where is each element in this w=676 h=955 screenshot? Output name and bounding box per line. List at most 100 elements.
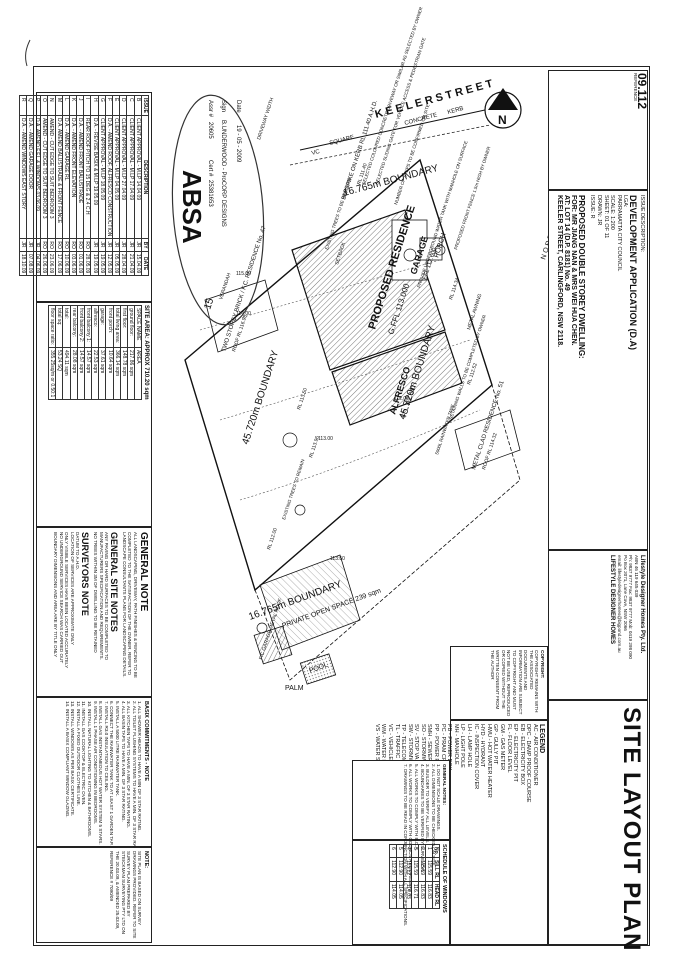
area-cell: 148.78 sqm — [120, 347, 128, 400]
area-cell: total sq: — [55, 305, 63, 348]
legend-heading: LEGEND — [538, 724, 545, 754]
revision-cell: D.A. - AMEND FRONT BALUSTRADE — [76, 115, 84, 239]
area-cell: 14.57 sqm — [84, 347, 92, 400]
north-arrow-icon: N — [484, 88, 522, 129]
general-notes-panel: GENERAL NOTES: 1. DO NOT SCALE DRAWINGS.… — [352, 760, 450, 926]
revision-cell: 10.06.09 — [62, 251, 70, 276]
area-cell: AREA — [134, 347, 142, 400]
tree-icon — [294, 504, 306, 516]
sheet-number: SHEET: 01 OF 11 — [602, 195, 609, 239]
contour-label: 112.00 — [394, 396, 409, 402]
alfresco-footprint — [331, 331, 463, 426]
title-block-panel: 09.112 REFERENCE — [548, 70, 649, 190]
revision-cell: 26.06.09 — [40, 251, 48, 276]
area-cell: total: — [62, 305, 71, 348]
revision-cell: D.A. - REVISE BASIX & M.LP 19.05.09 — [91, 115, 99, 239]
revision-cell: 12.05.09 — [105, 251, 113, 276]
stamp-brand: ABSA — [177, 170, 207, 244]
trees-remain-note: EXISTING TREES TO REMAIN — [281, 459, 305, 521]
site-plan-note-heading: NOTE: — [143, 851, 149, 869]
basix-item: 10. INSTALL NATURAL LIGHTING TO KITCHEN … — [87, 701, 93, 838]
revision-column-header: ISSUE — [141, 95, 149, 116]
drawing-border — [33, 66, 650, 946]
surveyor-item: LOCATION OF SERVICES ARE APPROXIMATE ONL… — [69, 532, 75, 645]
builder-phone: Ph: 9837 9777 Fax: 9837 9777 Mob: 0419 2… — [628, 555, 634, 659]
contour-label: 113.50 — [330, 556, 345, 562]
table-row: ground floor:217.86 sqm — [127, 305, 135, 400]
revision-cell: RO — [69, 238, 77, 252]
rainwater-label: 5000L RAINWATER TANK — [434, 403, 455, 455]
contour-label: 115.00 — [236, 271, 251, 277]
stamp-assr-label: Assr # — [207, 100, 213, 118]
concrete-note: SELECTED COLOURED CONCRETE DRIVEWAY OR S… — [361, 6, 424, 186]
revision-cell: CLIENT APPROVAL - M.LP 04.05.09 — [112, 115, 120, 239]
revision-cell: RO — [62, 238, 70, 252]
drawn-by: DRAWN: JR — [596, 195, 603, 226]
neighbour-left-outline — [204, 279, 279, 353]
area-cell: garage: — [98, 305, 106, 348]
revision-cell: I — [83, 95, 91, 116]
revision-cell: C — [126, 95, 135, 116]
porch-outline — [419, 237, 443, 261]
stamp-sign-label: Sign — [220, 100, 226, 112]
copyright-heading: COPYRIGHT: — [540, 650, 545, 679]
area-cell: front balcony 2: — [77, 305, 85, 348]
svg-text:N: N — [498, 113, 507, 127]
street-address: KEELER STREET, CARLINGFORD, NSW 2118. — [555, 195, 563, 348]
revision-cell: R — [19, 95, 27, 116]
area-cell: 355.25sq/m or 0.50:1 — [48, 347, 56, 400]
general-note-item: 4. BOUNDARIES TO BE VERIFIED BY SURVEYOR… — [419, 764, 425, 873]
revision-cell: L — [62, 95, 70, 116]
area-cell: front balcony 1: — [84, 305, 92, 348]
sheet-title-panel: SITE LAYOUT PLAN — [548, 700, 648, 951]
legend-item: EP - ELECTRICITY PIT — [512, 724, 519, 782]
revision-cell: CLIENT APPROVAL - M.LP 18.05.09 — [98, 115, 106, 239]
revision-cell: AMEND - CUT EDGE TO SUIT BEDROOM 3 — [47, 115, 56, 239]
general-note-item: 1. DO NOT SCALE DRAWINGS. — [436, 764, 442, 831]
area-cell: floor space ratio: — [48, 305, 56, 348]
tree-icon — [282, 432, 298, 448]
table-row: front balcony 1:14.57 sqm — [84, 305, 92, 400]
revision-cell: J — [76, 95, 84, 116]
basix-item: 8. INSTALL GAS INSTANTANEOUS HOT WATER S… — [98, 701, 104, 845]
surveyors-note-list: DATUM TO A.H.D.LOCATION OF SERVICES ARE … — [52, 532, 80, 694]
basix-panel: BASIX COMMITMENTS - NOTE 1. ALL SHOWER H… — [36, 697, 152, 859]
lot-number: AT: LOT 14 (D.P. 8181) No. 49 — [562, 195, 570, 291]
neighbour-left-label: TWO STOREY BRICK / F.C. RESIDENCE No. 47 — [221, 225, 268, 353]
stamp-date: 19 - 05 - 2009 — [235, 125, 241, 163]
general-note-item: 5. ALL WORKS TO COMPLY WITH B.C.A. — [414, 764, 420, 851]
revision-cell: JR — [98, 238, 106, 252]
surveyor-item: ONLY VISIBLE SERVICES HAVE BEEN LOCATED … — [64, 532, 70, 669]
client-name: FOR: MR JIANG NAN & MRS WEI HUA CHEN. — [569, 195, 577, 346]
revision-cell: JR — [134, 238, 142, 252]
area-cell: 22.53 sqm — [91, 347, 99, 400]
revision-cell: RO — [40, 238, 48, 252]
stamp-date-label: Date — [235, 100, 241, 113]
sheet-title: SITE LAYOUT PLAN — [618, 707, 645, 952]
revision-cell: JR — [91, 238, 99, 252]
job-number: 09.112 — [635, 73, 649, 110]
revision-cell: 05.05.09 — [112, 251, 120, 276]
table-row: total living area:366.14 sqm — [113, 305, 121, 400]
general-notes-list: 1. DO NOT SCALE DRAWINGS.2. ALL DIMENSIO… — [402, 764, 442, 926]
revision-cell: JR — [112, 238, 120, 252]
general-note-text: ALL LANDSCAPING, DRIVEWAY, PATH FINISHES… — [121, 532, 138, 678]
revision-cell: O — [40, 95, 48, 116]
general-note-item: 6. ALL WORKS TO COMPLY WITH COUNCIL REQU… — [408, 764, 414, 898]
revision-cell: D.A. - AMEND GARAGE RL — [62, 115, 70, 239]
area-cell: total living area: — [113, 305, 121, 348]
rl-label: RL 113.50 — [296, 387, 309, 410]
revision-cell: 18.10.09 — [19, 251, 27, 276]
palm-label: PALM — [285, 685, 304, 692]
